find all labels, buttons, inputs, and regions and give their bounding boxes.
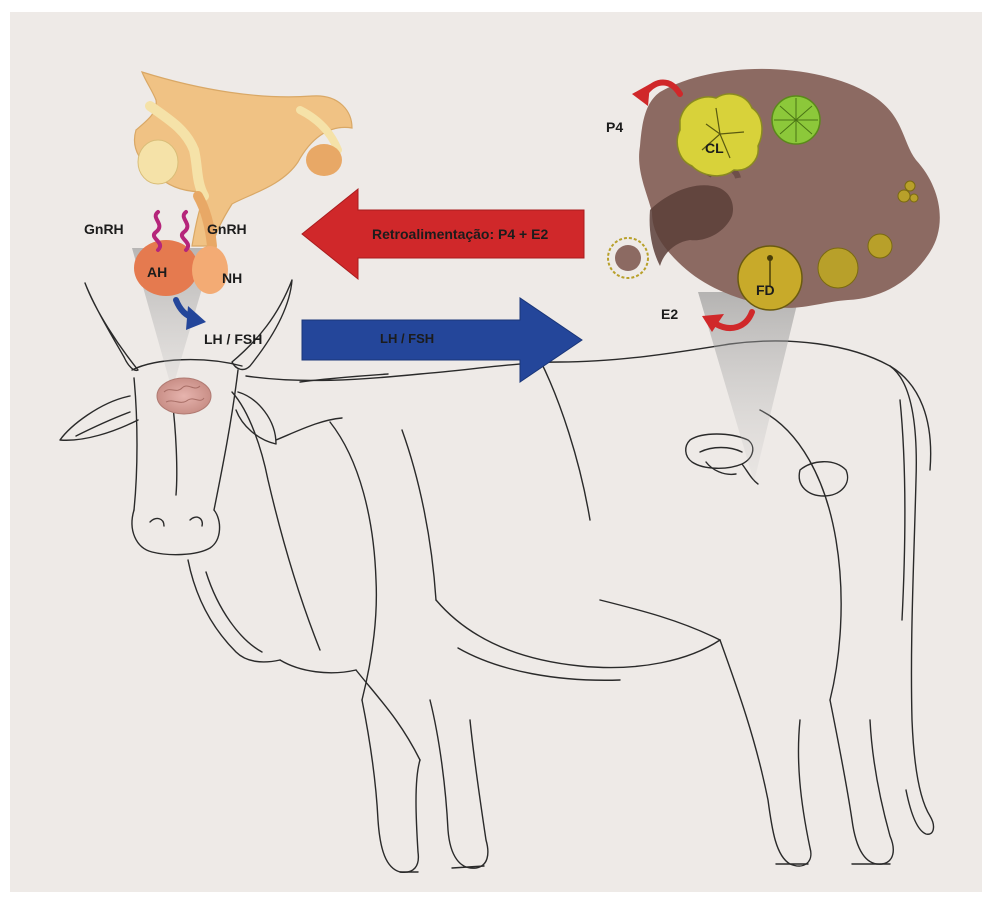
dominant-follicle-icon xyxy=(738,246,802,310)
gnrh-label-left: GnRH xyxy=(84,221,124,237)
ah-label: AH xyxy=(147,264,167,280)
e2-label: E2 xyxy=(661,306,678,322)
feedback-arrow-label: Retroalimentação: P4 + E2 xyxy=(372,226,548,242)
p4-label: P4 xyxy=(606,119,623,135)
corpus-luteum-icon xyxy=(677,94,762,176)
lh-fsh-arrow-label: LH / FSH xyxy=(380,331,434,346)
regressing-corpus-luteum-icon xyxy=(772,96,820,144)
oocyte-icon xyxy=(608,238,648,278)
cl-label: CL xyxy=(705,140,724,156)
fd-label: FD xyxy=(756,282,775,298)
brain-icon xyxy=(157,378,211,414)
gnrh-label-right: GnRH xyxy=(207,221,247,237)
nh-label: NH xyxy=(222,270,242,286)
lh-fsh-small-label: LH / FSH xyxy=(204,331,262,347)
